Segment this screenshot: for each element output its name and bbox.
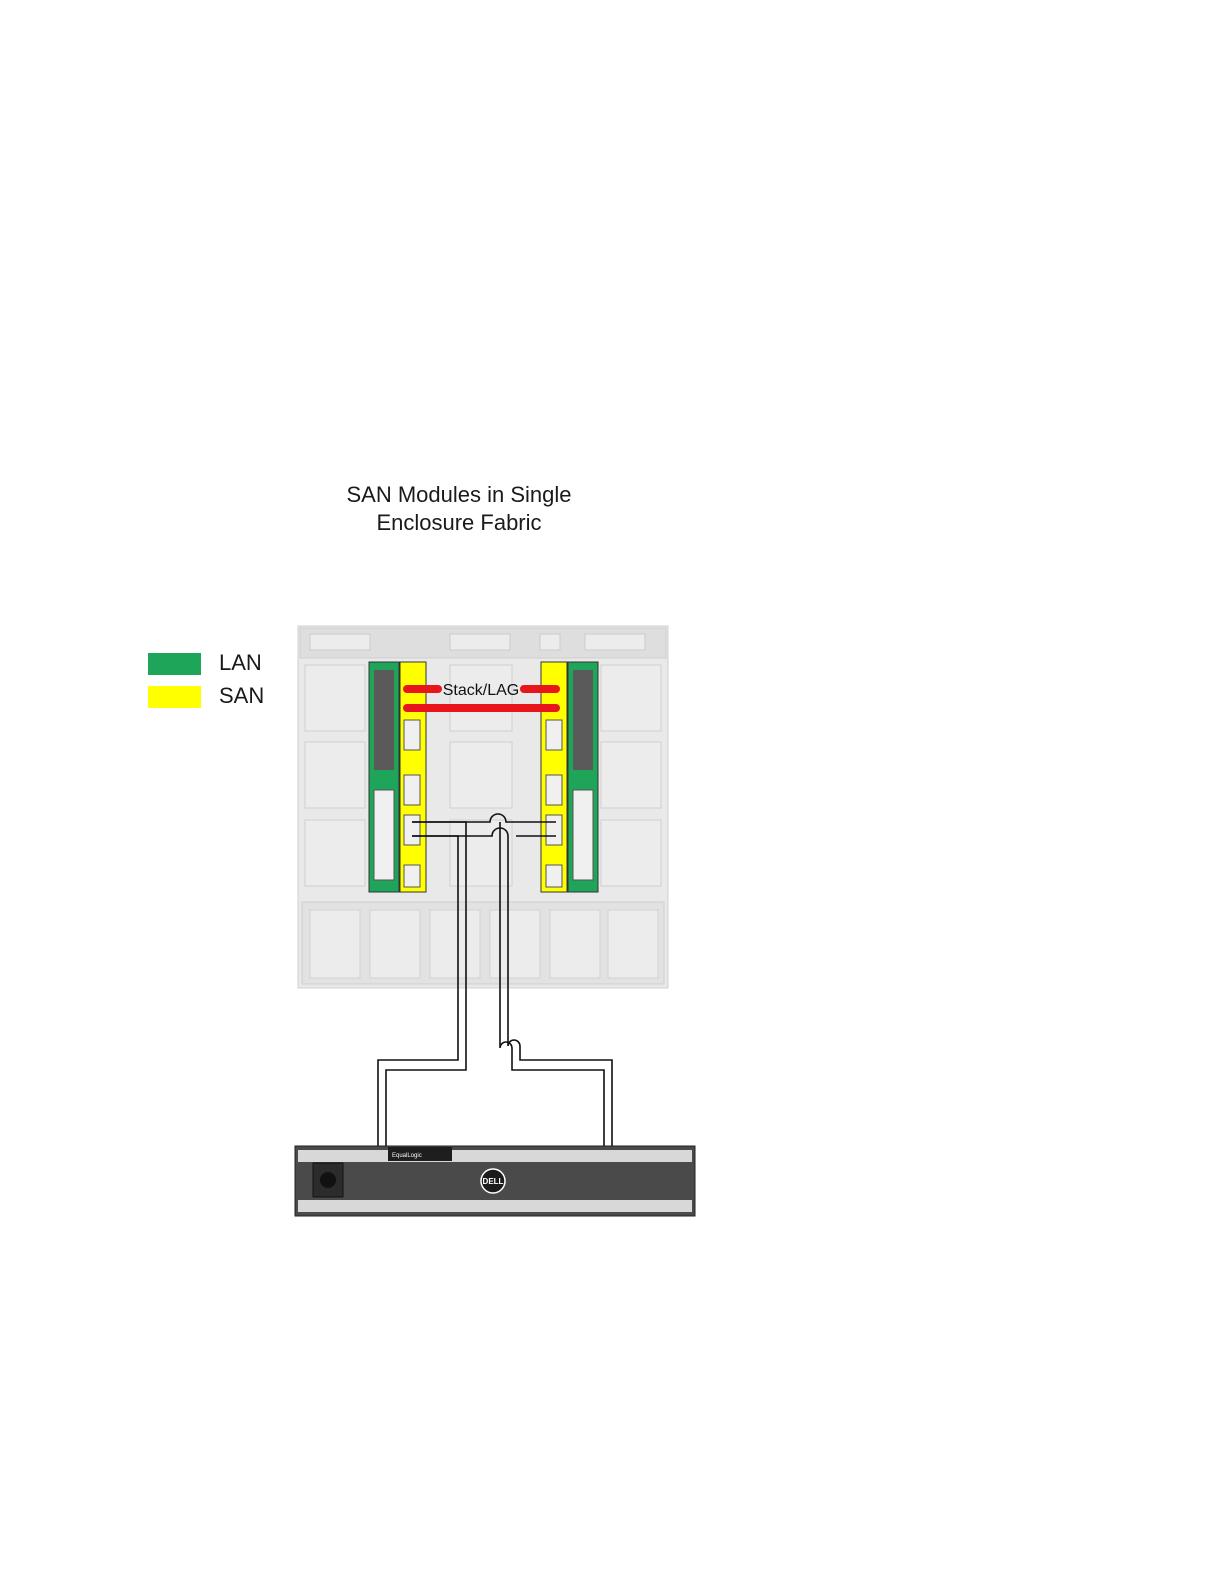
stack-lag-label: Stack/LAG — [443, 682, 519, 699]
storage-array-icon: EqualLogic DELL — [295, 1146, 695, 1216]
san-module-right — [541, 662, 567, 892]
san-module-left — [400, 662, 426, 892]
array-model-label: EqualLogic — [392, 1153, 422, 1159]
lan-module-left — [369, 662, 399, 892]
lan-module-right — [568, 662, 598, 892]
array-brand-label: DELL — [483, 1177, 504, 1186]
blade-chassis-icon — [298, 626, 668, 988]
